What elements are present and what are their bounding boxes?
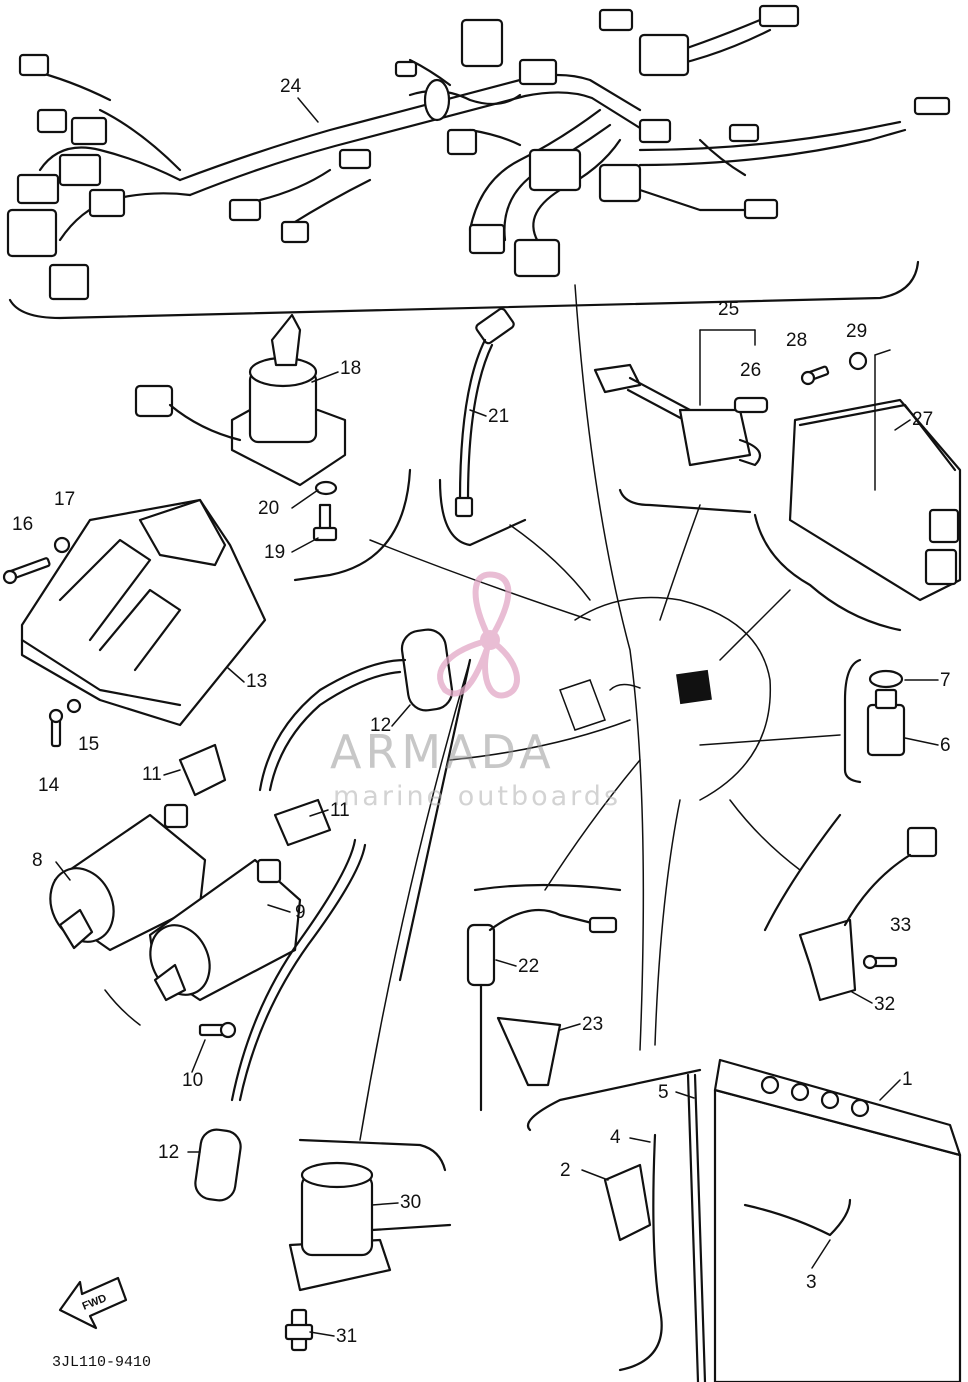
callout-31: 31 xyxy=(336,1326,357,1347)
leader-lines xyxy=(359,504,841,1141)
callout-23: 23 xyxy=(582,1014,603,1035)
callout-22: 22 xyxy=(518,956,539,977)
callout-14: 14 xyxy=(38,775,60,796)
callout-21: 21 xyxy=(488,406,509,427)
callout-27: 27 xyxy=(912,409,933,430)
callout-30: 30 xyxy=(400,1192,421,1213)
bolt-part xyxy=(284,1308,314,1352)
callout-leaders xyxy=(55,97,939,1337)
ignition-coil-part xyxy=(148,858,302,1002)
callout-7: 7 xyxy=(940,670,951,691)
callout-1: 1 xyxy=(902,1069,913,1090)
group-brackets xyxy=(104,329,902,1172)
sensor-part xyxy=(798,826,938,1002)
callout-5: 5 xyxy=(658,1082,669,1103)
battery-tube-part xyxy=(686,1073,700,1382)
callout-15: 15 xyxy=(78,734,99,755)
screw-part xyxy=(48,708,64,748)
relay-part xyxy=(288,1161,452,1292)
callout-4: 4 xyxy=(610,1127,621,1148)
bolt-part xyxy=(312,503,338,542)
screw-part xyxy=(862,954,898,970)
callout-28: 28 xyxy=(786,330,807,351)
plug-cap-part xyxy=(194,838,367,1202)
frame-outline xyxy=(559,284,772,1051)
callout-6: 6 xyxy=(940,735,951,756)
switch-part xyxy=(466,908,618,1112)
callout-labels: 1 2 3 4 5 6 7 8 9 10 11 11 12 12 13 14 1… xyxy=(12,76,951,1347)
callout-11b: 11 xyxy=(330,800,350,821)
boot-part xyxy=(273,798,332,847)
callout-24: 24 xyxy=(280,76,302,97)
callout-10: 10 xyxy=(182,1070,203,1091)
callout-26: 26 xyxy=(740,360,761,381)
bracket-part xyxy=(496,1016,562,1087)
washer-part xyxy=(53,536,71,554)
callout-3: 3 xyxy=(806,1272,817,1293)
watermark-subtitle: marine outboards xyxy=(333,781,621,812)
callout-12b: 12 xyxy=(158,1142,179,1163)
bolt-part xyxy=(198,1021,237,1039)
callout-2: 2 xyxy=(560,1160,571,1181)
sensor-lead-part xyxy=(454,307,515,518)
washer-part xyxy=(868,669,904,689)
forward-arrow: FWD xyxy=(58,1276,128,1330)
callout-9: 9 xyxy=(295,902,306,923)
switch-part xyxy=(866,688,906,757)
drawing-code: 3JL110-9410 xyxy=(52,1354,151,1371)
callout-33: 33 xyxy=(890,915,911,936)
battery-tube-part xyxy=(693,1073,707,1382)
plug-cap-part xyxy=(258,628,454,792)
propeller-logo xyxy=(437,571,520,699)
battery-cable-part xyxy=(743,1198,852,1237)
callout-18: 18 xyxy=(340,358,361,379)
bracket-part xyxy=(603,1163,652,1242)
cdi-unit-part xyxy=(788,398,962,602)
screw-part xyxy=(2,557,51,585)
fuse-holder-part xyxy=(593,363,769,467)
battery-cable-part xyxy=(618,1133,663,1372)
boot-part xyxy=(178,743,227,797)
callout-13: 13 xyxy=(246,671,267,692)
callout-20: 20 xyxy=(258,498,279,519)
watermark-title: ARMADA xyxy=(330,725,555,779)
nut-part xyxy=(848,351,868,371)
washer-part xyxy=(314,480,338,496)
main-switch-part xyxy=(134,313,347,487)
callout-29: 29 xyxy=(846,321,867,342)
wire-harness xyxy=(6,4,951,320)
cover-part xyxy=(20,498,267,727)
callout-11a: 11 xyxy=(142,764,162,785)
callout-17: 17 xyxy=(54,489,75,510)
screw-part xyxy=(800,365,830,386)
battery-part xyxy=(713,1058,962,1382)
washer-part xyxy=(66,698,82,714)
callout-19: 19 xyxy=(264,542,285,563)
callout-12a: 12 xyxy=(370,715,391,736)
ignition-coil-part xyxy=(49,803,207,952)
callout-16: 16 xyxy=(12,514,33,535)
callout-32: 32 xyxy=(874,994,895,1015)
callout-25: 25 xyxy=(718,299,739,320)
callout-8: 8 xyxy=(32,850,43,871)
watermark: ARMADA marine outboards xyxy=(330,571,621,812)
